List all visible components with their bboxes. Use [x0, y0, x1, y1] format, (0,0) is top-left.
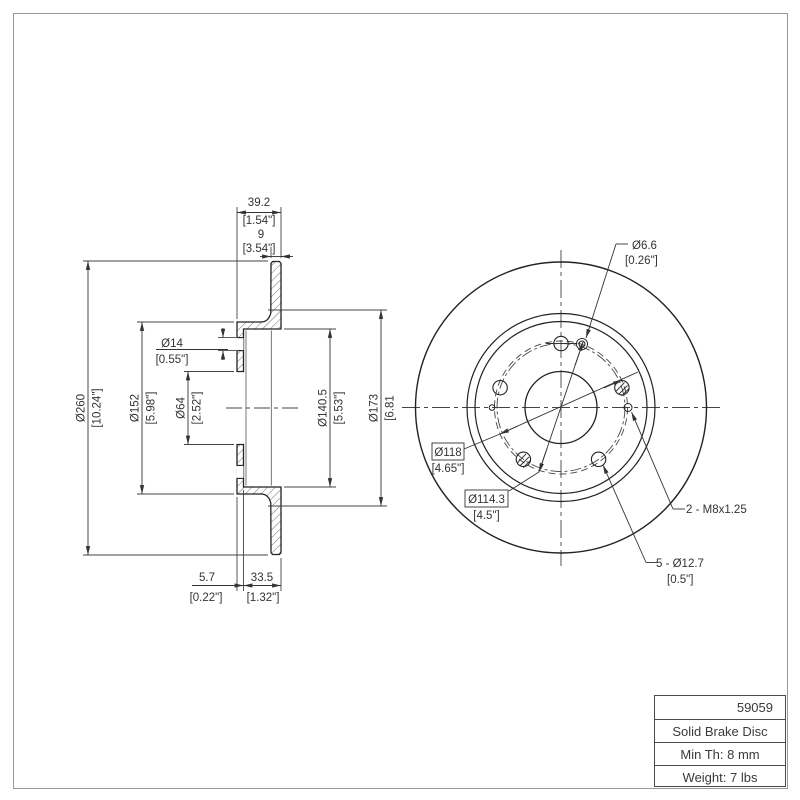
lug-callout: 5 - Ø12.7 — [656, 558, 704, 570]
section-view: 39.2 [1.54"] 9 [3.54"] Ø260 [10.24"] Ø15… — [76, 197, 397, 604]
part-weight: Weight: 7 lbs — [655, 765, 785, 788]
section-dimension-lines — [85, 210, 384, 588]
section-upper-material — [236, 260, 282, 373]
dim-bc-mm: Ø114.3 — [468, 494, 505, 506]
dim-inner-in: [5.53"] — [334, 392, 346, 425]
flange-bolt-hole-bottom — [236, 464, 244, 479]
dim-depth-mm: 33.5 — [251, 572, 273, 584]
dim-bc2-in: [4.65"] — [432, 463, 465, 475]
part-number: 59059 — [736, 700, 773, 715]
dim-thick-in: [3.54"] — [243, 243, 276, 255]
dim-hat-in: [5.98"] — [146, 392, 158, 425]
dim-bc-in: [4.5"] — [473, 510, 499, 522]
label-box-114-3 — [464, 489, 509, 508]
dim-width-mm: 39.2 — [248, 197, 270, 209]
front-dimension-lines — [463, 243, 685, 563]
dim-screw-in: [0.26"] — [625, 255, 658, 267]
drawing-frame — [13, 13, 788, 789]
thread-callout: 2 - M8x1.25 — [686, 504, 747, 516]
dim-outer-in: [10.24"] — [92, 388, 104, 427]
circle-118-dashed — [494, 340, 628, 475]
dim-bore-in: [2.52"] — [192, 392, 204, 425]
lug-hole — [590, 451, 607, 468]
dim-bore-mm: Ø64 — [176, 397, 188, 419]
dim-hole-in: [0.55"] — [156, 354, 189, 366]
flange-bolt-hole-top — [236, 337, 244, 352]
center-bore-circle — [524, 370, 598, 445]
dim-depth-in: [1.32"] — [247, 592, 280, 604]
dim-flange-mm: 5.7 — [199, 572, 215, 584]
dim-step-mm: Ø173 — [369, 394, 381, 422]
step-diameter-circle — [466, 312, 656, 503]
dim-flange-in: [0.22"] — [190, 592, 223, 604]
dim-hole-mm: Ø14 — [161, 338, 183, 350]
part-description: Solid Brake Disc — [655, 719, 785, 742]
label-box-118 — [431, 442, 465, 461]
title-block: 59059 Solid Brake Disc Min Th: 8 mm Weig… — [654, 695, 786, 787]
hat-diameter-circle — [474, 320, 648, 495]
min-thickness: Min Th: 8 mm — [655, 742, 785, 765]
lug-hole — [492, 379, 508, 396]
hole-tick-marks — [516, 343, 630, 469]
section-lower-material — [236, 443, 282, 556]
front-view: Ø6.6 [0.26"] Ø118 [4.65"] Ø114.3 [4.5"] … — [402, 240, 747, 586]
dim-hat-mm: Ø152 — [130, 394, 142, 422]
dim-outer-mm: Ø260 — [76, 394, 88, 422]
outer-diameter-circle — [414, 261, 708, 554]
dim-width-in: [1.54"] — [243, 215, 276, 227]
dim-inner-mm: Ø140.5 — [318, 389, 330, 427]
screw-hole-left — [488, 404, 496, 411]
dim-screw-mm: Ø6.6 — [632, 240, 657, 252]
lug-callout-in: [0.5"] — [667, 574, 693, 586]
dim-step-in: [6.81 — [385, 395, 397, 421]
screw-hole-right — [623, 403, 633, 412]
section-labels: 39.2 [1.54"] 9 [3.54"] Ø260 [10.24"] Ø15… — [76, 197, 397, 604]
dim-bc2-mm: Ø118 — [434, 447, 461, 459]
dim-thick-mm: 9 — [258, 229, 264, 241]
lug-hole — [515, 451, 532, 468]
front-labels: Ø6.6 [0.26"] Ø118 [4.65"] Ø114.3 [4.5"] … — [432, 240, 747, 586]
section-extension-lines — [83, 207, 387, 591]
